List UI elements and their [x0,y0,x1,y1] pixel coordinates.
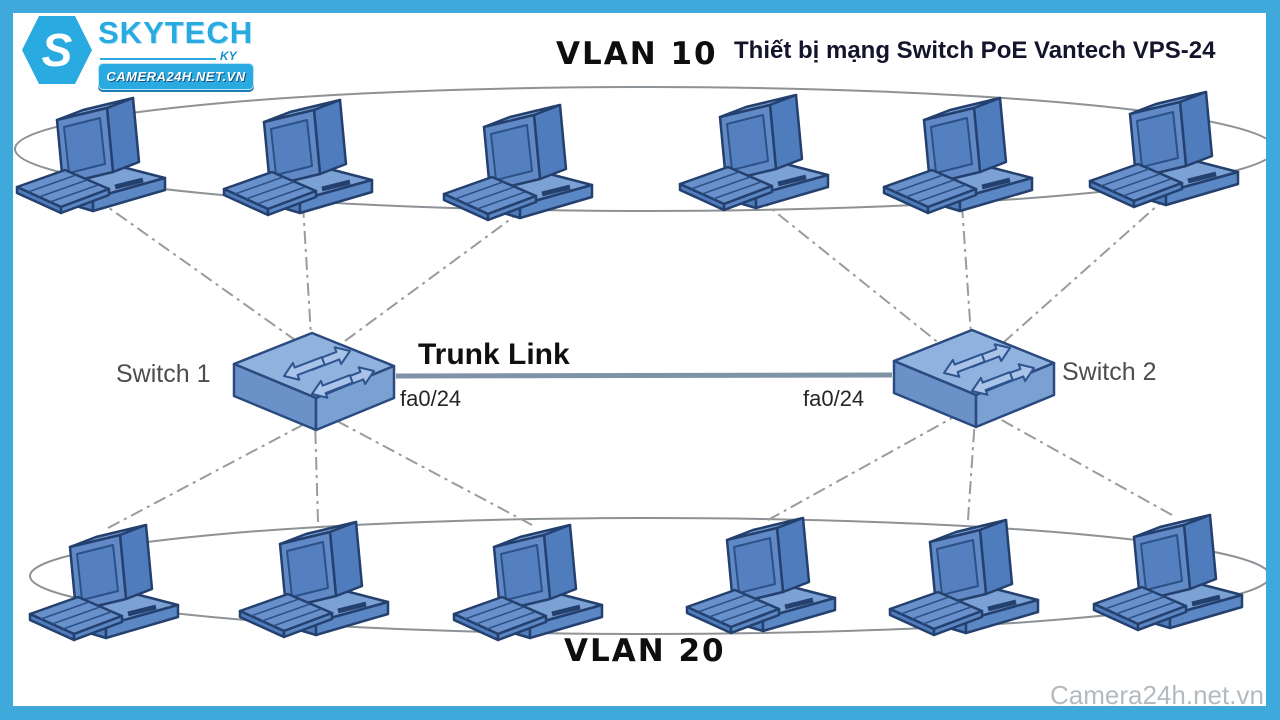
logo-suffix-text: KY [220,49,237,63]
computer-icon [1094,515,1242,630]
page-title: Thiết bị mạng Switch PoE Vantech VPS-24 [734,37,1216,64]
computer-icon [17,98,165,213]
vlan10-ellipse [14,86,1276,212]
logo-monogram: S [42,24,73,76]
vlan20-ellipse [29,517,1271,635]
switch2-label: Switch 2 [1062,358,1157,386]
computer-icon [687,518,835,633]
access-links [94,195,1173,529]
computer-icon [1090,92,1238,207]
logo-hexagon-icon: S [22,16,92,84]
switch1-label: Switch 1 [116,360,211,388]
skytech-logo: S SKYTECH KY CAMERA24H.NET.VN [14,13,254,91]
computer-icon [224,100,372,215]
computer-icon [680,95,828,210]
trunk-link-label: Trunk Link [418,338,570,371]
computer-icon [444,105,592,220]
computer-icon [454,525,602,640]
computer-icon [884,98,1032,213]
logo-banner-text: CAMERA24H.NET.VN [98,63,254,90]
computer-icon [30,525,178,640]
vlan20-label: VLAN 20 [564,633,726,669]
frame-border-bottom [0,706,1280,720]
switch1-icon [234,333,394,430]
logo-brand-text: SKYTECH [98,15,254,50]
logo-rule-line [100,58,216,60]
computer-icon [240,522,388,637]
switch2-port-label: fa0/24 [803,386,865,411]
watermark-text: Camera24h.net.vn [1050,680,1264,710]
trunk-link-line [395,372,893,379]
frame-border-top [0,0,1280,13]
frame-border-left [0,0,13,720]
switch2-icon [894,330,1054,427]
switch1-port-label: fa0/24 [400,386,462,411]
vlan10-label: VLAN 10 [556,36,718,72]
computer-icon [890,520,1038,635]
frame-border-right [1266,0,1280,720]
